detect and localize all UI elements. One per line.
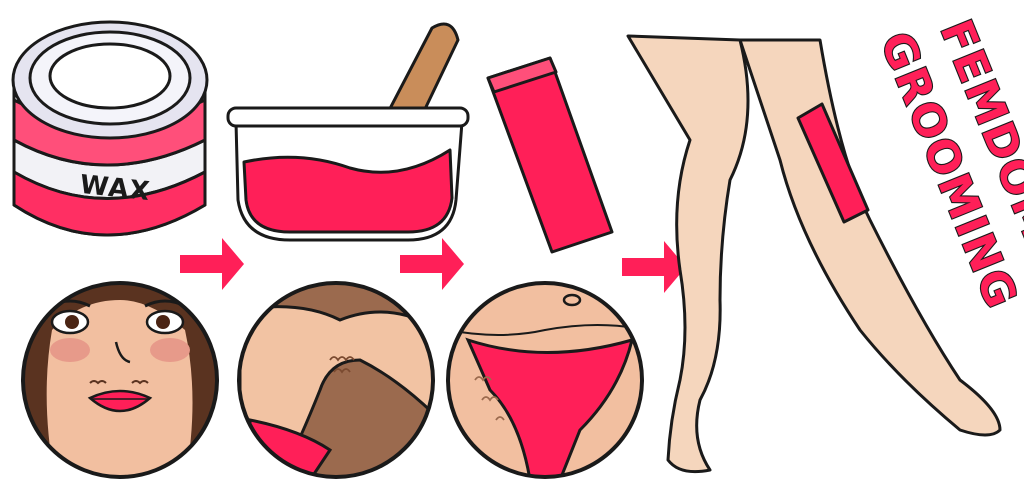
armpit-circle — [237, 281, 435, 479]
legs-icon — [626, 34, 1002, 474]
wax-can-icon — [11, 20, 209, 237]
face-circle — [21, 281, 219, 479]
arrow-right-icon — [622, 241, 686, 293]
wax-can-label: WAX — [78, 170, 151, 207]
wax-strip-icon — [486, 56, 614, 254]
arrow-right-icon — [180, 238, 244, 290]
arrow-right-icon — [400, 238, 464, 290]
wax-bowl-icon — [226, 22, 470, 242]
bikini-circle — [446, 281, 644, 479]
